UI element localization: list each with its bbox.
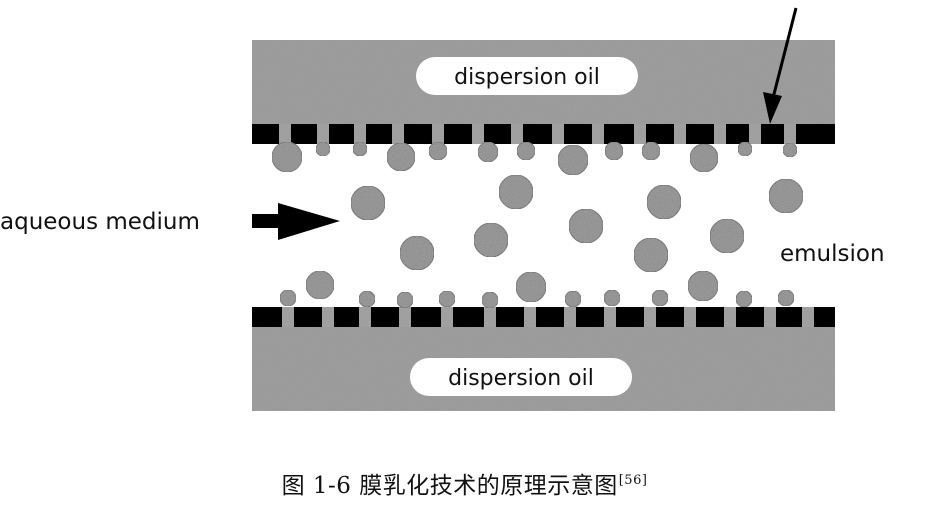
- top-membrane: [252, 124, 835, 144]
- membrane-pore: [282, 307, 294, 327]
- forming-droplet: [271, 141, 303, 173]
- forming-droplet: [438, 290, 456, 308]
- forming-droplet: [689, 143, 719, 173]
- inlet-arrow-head: [278, 203, 340, 240]
- inlet-arrow-shaft: [252, 214, 282, 228]
- forming-droplet: [564, 290, 582, 308]
- membrane-pore: [322, 307, 334, 327]
- membrane-pore: [432, 124, 444, 144]
- bottom-membrane: [252, 307, 835, 327]
- forming-droplet: [687, 270, 719, 302]
- membrane-pointer-line: [771, 7, 798, 99]
- forming-droplet: [358, 290, 376, 308]
- forming-droplet: [386, 142, 416, 172]
- emulsion-droplet: [709, 218, 745, 254]
- membrane-pore: [399, 307, 411, 327]
- membrane-pore: [604, 307, 616, 327]
- figure-caption: 图 1-6 膜乳化技术的原理示意图[56]: [0, 466, 929, 500]
- forming-droplet: [641, 141, 661, 161]
- membrane-pore: [484, 307, 496, 327]
- inlet-label: aqueous medium: [0, 209, 200, 235]
- outlet-label: emulsion: [780, 241, 885, 267]
- forming-droplet: [428, 141, 448, 161]
- membrane-pore: [511, 124, 523, 144]
- membrane-pore: [441, 307, 453, 327]
- membrane-pore: [354, 124, 366, 144]
- emulsion-droplet: [633, 237, 669, 273]
- forming-droplet: [737, 141, 753, 157]
- forming-droplet: [279, 289, 297, 307]
- membrane-band: [252, 307, 835, 327]
- membrane-pore: [279, 124, 291, 144]
- membrane-pore: [472, 124, 484, 144]
- membrane-pore: [714, 124, 726, 144]
- forming-droplet: [481, 291, 499, 309]
- forming-droplet: [604, 141, 624, 161]
- caption-reference: [56]: [618, 473, 648, 488]
- forming-droplet: [651, 289, 669, 307]
- forming-droplet: [782, 142, 798, 158]
- forming-droplet: [735, 290, 753, 308]
- droplet-layer: [271, 141, 804, 309]
- emulsion-droplet: [768, 178, 804, 214]
- membrane-pore: [644, 307, 656, 327]
- forming-droplet: [305, 270, 335, 300]
- membrane-pore: [784, 124, 796, 144]
- forming-droplet: [352, 141, 368, 157]
- emulsion-droplet: [568, 208, 604, 244]
- membrane-band: [252, 124, 835, 144]
- bottom-oil-label: dispersion oil: [448, 366, 594, 391]
- forming-droplet: [777, 289, 795, 307]
- membrane-pore: [552, 124, 564, 144]
- forming-droplet: [516, 141, 536, 161]
- membrane-pore: [317, 124, 329, 144]
- forming-droplet: [477, 141, 499, 163]
- membrane-pore: [564, 307, 576, 327]
- forming-droplet: [515, 271, 547, 303]
- membrane-pore: [592, 124, 604, 144]
- emulsion-droplet: [350, 185, 386, 221]
- top-oil-label: dispersion oil: [454, 65, 600, 90]
- emulsion-droplet: [498, 174, 534, 210]
- membrane-pore: [684, 307, 696, 327]
- membrane-pore: [764, 307, 776, 327]
- forming-droplet: [557, 144, 589, 176]
- membrane-pore: [359, 307, 371, 327]
- membrane-pore: [392, 124, 404, 144]
- membrane-pore: [674, 124, 686, 144]
- bottom-oil-label-pill: [410, 358, 632, 396]
- membrane-pore: [524, 307, 536, 327]
- membrane-pore: [634, 124, 646, 144]
- emulsion-droplet: [646, 184, 682, 220]
- emulsion-droplet: [399, 235, 435, 271]
- emulsion-droplet: [473, 222, 509, 258]
- forming-droplet: [603, 289, 621, 307]
- membrane-pore: [749, 124, 761, 144]
- forming-droplet: [396, 291, 414, 309]
- forming-droplet: [315, 141, 331, 157]
- membrane-pore: [802, 307, 814, 327]
- membrane-pore: [724, 307, 736, 327]
- top-oil-label-pill: [416, 57, 638, 95]
- membrane-pointer-head: [763, 92, 782, 124]
- caption-text: 图 1-6 膜乳化技术的原理示意图: [281, 473, 618, 499]
